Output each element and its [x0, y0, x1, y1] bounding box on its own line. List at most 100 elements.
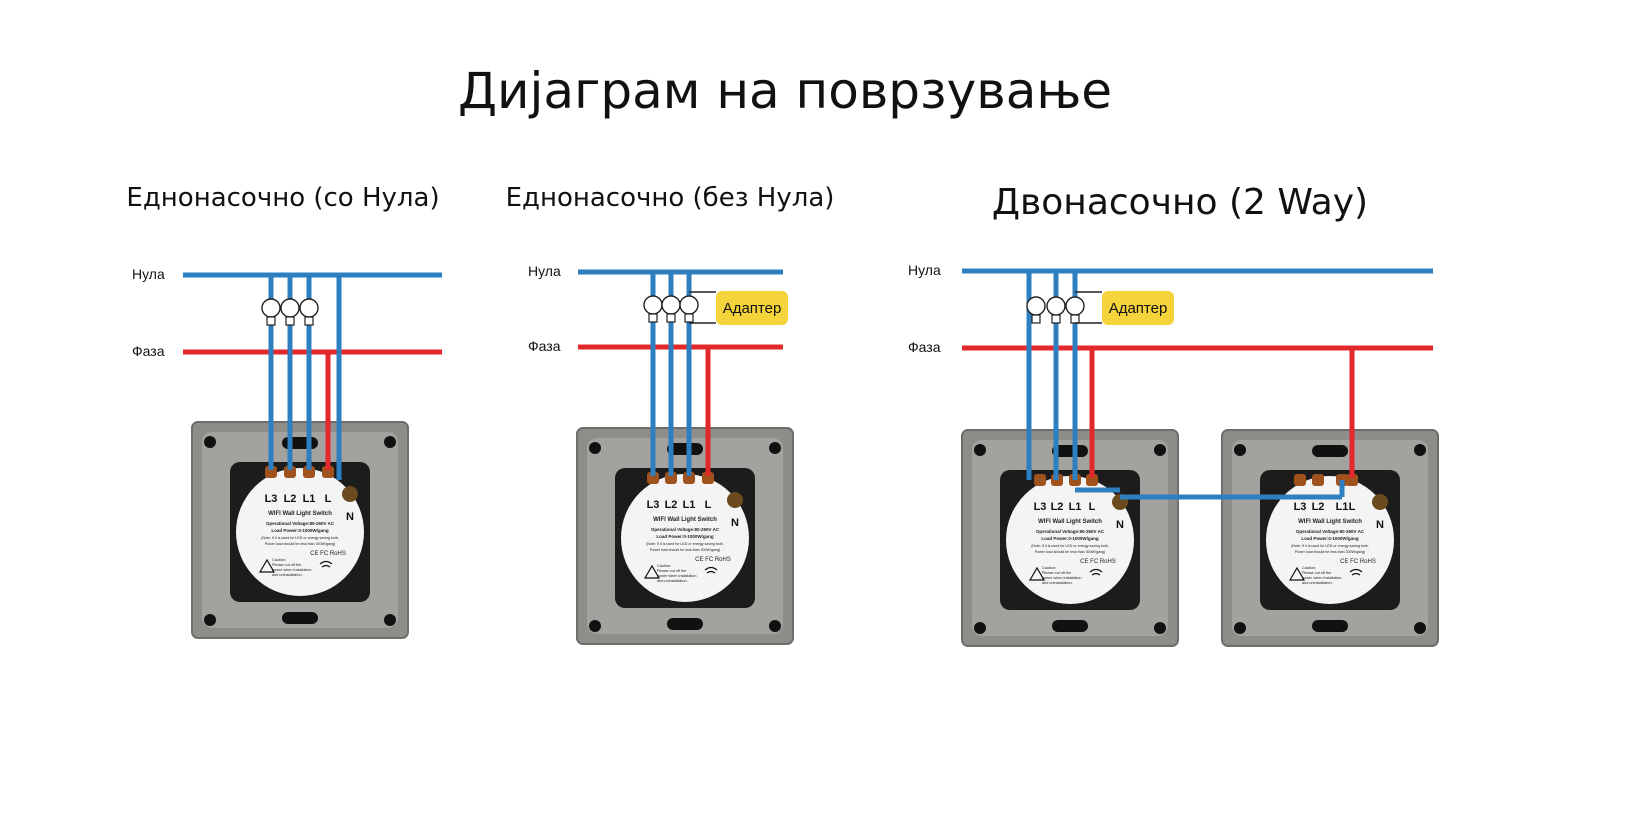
cert-marks: CE FC RoHS	[1340, 559, 1376, 565]
terminal-screw	[322, 466, 334, 478]
neutral-label: N	[346, 511, 354, 523]
bulb-base	[1031, 314, 1041, 324]
terminal-screw	[265, 466, 277, 478]
light-bulb-icon	[643, 295, 663, 323]
neutral-wire-label: Нула	[132, 266, 165, 282]
terminal-label: L3	[265, 493, 278, 505]
terminal-label: L1	[683, 499, 696, 511]
wifi-icon	[1349, 568, 1363, 576]
page-title: Дијаграм на поврзување	[458, 62, 1112, 120]
mount-slot	[1312, 445, 1348, 457]
bulb-glass	[1046, 296, 1066, 316]
warning-icon	[1288, 566, 1306, 581]
neutral-label: N	[1116, 519, 1124, 531]
caution-text: Please cut off the	[272, 563, 301, 567]
terminal-screw	[1034, 474, 1046, 486]
neutral-label: N	[1376, 519, 1384, 531]
adapter-box	[716, 291, 788, 325]
switch-label-text: Load Power:0-1000W/gang	[1301, 536, 1359, 541]
phase-wire-label: Фаза	[132, 343, 165, 359]
terminal-label: L	[705, 499, 712, 511]
bulb-glass	[280, 298, 300, 318]
screw-hole	[1414, 622, 1426, 634]
terminal-label: L2	[284, 493, 297, 505]
switch-label-text: WIFI Wall Light Switch	[653, 517, 717, 523]
switch-label-text: WIFI Wall Light Switch	[1038, 519, 1102, 525]
caution-text: Please cut off the	[657, 569, 686, 573]
switch-label-text: WIFI Wall Light Switch	[268, 511, 332, 517]
screw-hole	[204, 614, 216, 626]
light-bulb-icon	[1046, 296, 1066, 324]
mount-slot	[1312, 620, 1348, 632]
warning-icon	[258, 558, 276, 573]
bulb-base	[304, 316, 314, 326]
terminal-label: L	[325, 493, 332, 505]
switch-label-text: (Note: If it is used for LED or energy s…	[1031, 544, 1109, 548]
neutral-label: N	[731, 517, 739, 529]
screw-hole	[1154, 622, 1166, 634]
panel-title-single-no-neutral: Еднонасочно (без Нула)	[506, 183, 835, 213]
switch-label-text: (Note: If it is used for LED or energy s…	[261, 536, 339, 540]
screw-hole	[1154, 444, 1166, 456]
light-bulb-icon	[299, 298, 319, 326]
switch-label-text: Operational Voltage:80-260V AC	[651, 527, 720, 532]
mount-slot	[1052, 445, 1088, 457]
switch-label-text: Power load should be less than 300W/gang…	[650, 548, 721, 552]
bulb-glass	[299, 298, 319, 318]
adapter-label: Адаптер	[1109, 300, 1168, 317]
caution-text: Caution:	[1042, 566, 1056, 570]
light-bulb-icon	[1026, 296, 1046, 324]
screw-hole	[1234, 622, 1246, 634]
switch-label-text: Power load should be less than 300W/gang…	[265, 542, 336, 546]
neutral-terminal	[342, 486, 358, 502]
screw-hole	[589, 620, 601, 632]
caution-text: and uninstallation.	[272, 573, 303, 577]
warning-icon	[643, 564, 661, 579]
neutral-terminal	[727, 492, 743, 508]
panel-title-two-way: Двонасочно (2 Way)	[992, 182, 1368, 223]
screw-hole	[1234, 444, 1246, 456]
phase-wire-label: Фаза	[908, 339, 941, 355]
caution-text: Caution:	[657, 564, 671, 568]
warning-icon	[1028, 566, 1046, 581]
terminal-label: L2	[665, 499, 678, 511]
terminal-screw	[1086, 474, 1098, 486]
caution-text: Please cut off the	[1302, 571, 1331, 575]
switch-label-text: (Note: If it is used for LED or energy s…	[1291, 544, 1369, 548]
light-bulb-icon	[261, 298, 281, 326]
caution-text: Please cut off the	[1042, 571, 1071, 575]
wifi-icon	[319, 560, 333, 568]
terminal-label: L	[1349, 501, 1356, 513]
terminal-label: L3	[1294, 501, 1307, 513]
cert-marks: CE FC RoHS	[695, 557, 731, 563]
terminal-label: L1	[1069, 501, 1082, 513]
screw-hole	[769, 442, 781, 454]
mount-slot	[667, 443, 703, 455]
mount-slot	[282, 612, 318, 624]
bulb-base	[684, 313, 694, 323]
caution-text: power when installation	[657, 574, 696, 578]
bulb-base	[285, 316, 295, 326]
caution-text: and uninstallation.	[1302, 581, 1333, 585]
screw-hole	[974, 622, 986, 634]
light-bulb-icon	[661, 295, 681, 323]
bulb-glass	[643, 295, 663, 315]
neutral-terminal	[1372, 494, 1388, 510]
caution-text: power when installation	[272, 568, 311, 572]
switch-label-text: Power load should be less than 300W/gang…	[1295, 550, 1366, 554]
bulb-glass	[1026, 296, 1046, 316]
bulb-glass	[261, 298, 281, 318]
screw-hole	[1414, 444, 1426, 456]
wifi-icon	[704, 566, 718, 574]
terminal-screw	[665, 472, 677, 484]
adapter-label: Адаптер	[723, 300, 782, 317]
bulb-glass	[661, 295, 681, 315]
terminal-screw	[1346, 474, 1358, 486]
bulb-base	[666, 313, 676, 323]
switch-label-text: Load Power:0-1000W/gang	[271, 528, 329, 533]
